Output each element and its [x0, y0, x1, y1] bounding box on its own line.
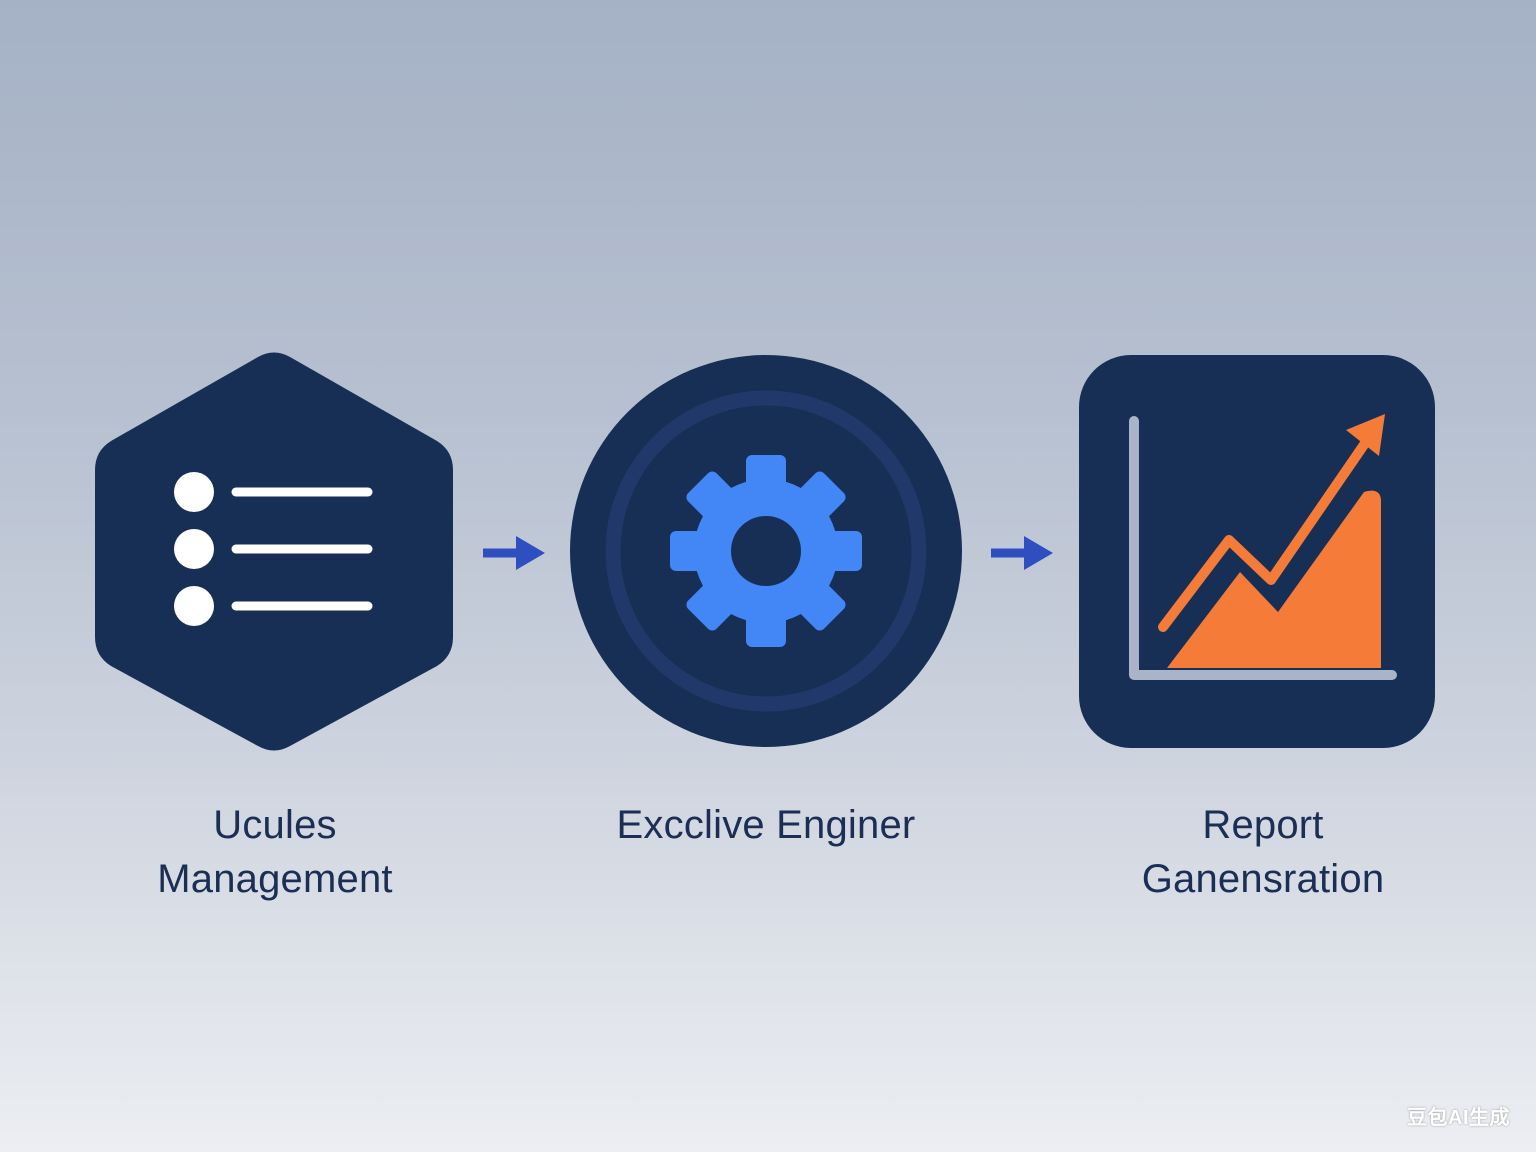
arrow-right-icon: [483, 536, 545, 570]
node-label-report-generation: Report Ganensration: [1063, 798, 1463, 906]
gear-icon: [670, 455, 862, 647]
node-label-engine: Excclive Enginer: [566, 798, 966, 852]
engine-node: [570, 355, 962, 747]
node-label-line: Ganensration: [1141, 857, 1385, 901]
chart-area: [1167, 490, 1381, 668]
rules-management-node: [95, 352, 453, 751]
node-label-rules-management: Ucules Management: [75, 798, 475, 906]
trend-line: [1158, 431, 1375, 632]
list-icon: [174, 472, 373, 626]
node-label-line: Report: [1202, 803, 1324, 847]
node-label-line: Excclive Enginer: [616, 803, 916, 847]
chart-axis: [1129, 416, 1397, 680]
chart-icon: [1129, 414, 1397, 680]
arrow-right-icon: [991, 536, 1053, 570]
arrow-up-right-icon: [1346, 414, 1385, 456]
inner-ring: [605, 390, 927, 712]
report-generation-node: [1079, 355, 1435, 748]
node-label-line: Management: [157, 857, 393, 901]
node-label-line: Ucules: [213, 803, 337, 847]
watermark: 豆包AI生成: [1407, 1107, 1510, 1129]
